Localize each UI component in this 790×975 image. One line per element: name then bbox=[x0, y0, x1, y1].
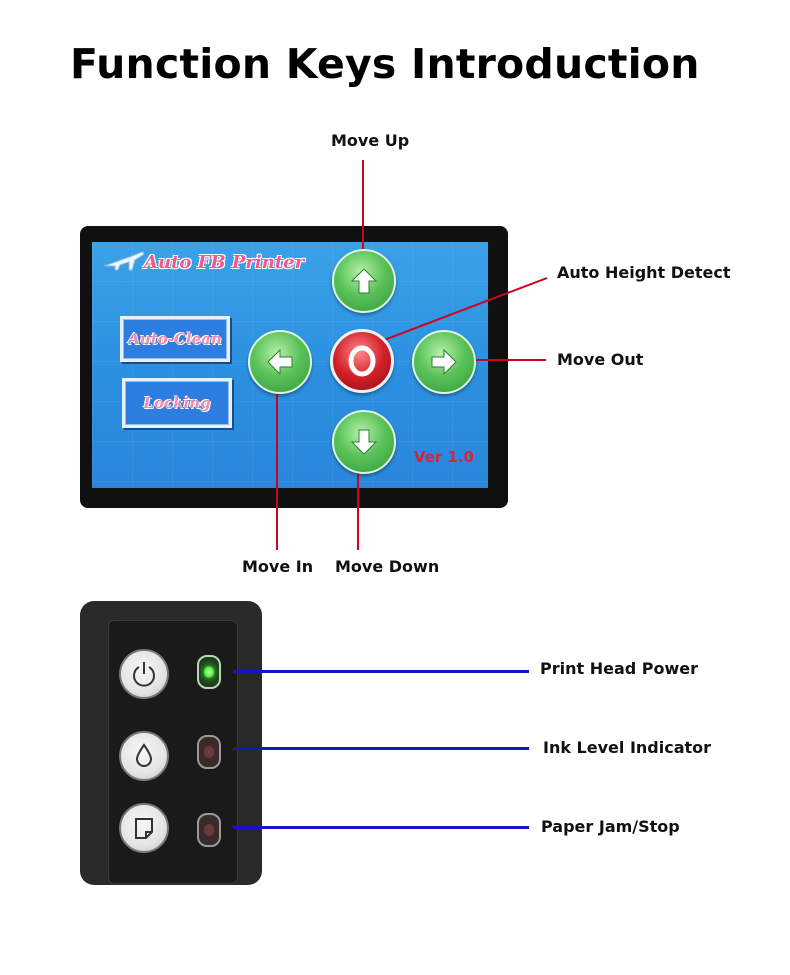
arrow-down-icon bbox=[350, 429, 378, 455]
move-up-label: Move Up bbox=[331, 131, 410, 150]
control-panel-faceplate bbox=[108, 620, 238, 884]
paper-jam-stop-button[interactable] bbox=[119, 803, 169, 853]
move-in-callout-line bbox=[276, 385, 278, 550]
auto-height-detect-label: Auto Height Detect bbox=[557, 263, 731, 282]
ink-drop-icon bbox=[135, 743, 153, 767]
auto-height-callout-line bbox=[378, 277, 548, 343]
move-out-callout-line bbox=[468, 359, 546, 361]
paper-icon bbox=[135, 818, 153, 839]
ink-level-callout-line bbox=[233, 747, 529, 750]
move-down-label: Move Down bbox=[335, 557, 440, 576]
auto-clean-button[interactable]: Auto-Clean bbox=[120, 316, 230, 362]
ink-level-button[interactable] bbox=[119, 731, 169, 781]
ink-level-indicator-label: Ink Level Indicator bbox=[543, 738, 712, 757]
move-down-button[interactable] bbox=[332, 410, 396, 474]
print-head-power-led bbox=[197, 655, 221, 689]
move-out-button[interactable] bbox=[412, 330, 476, 394]
screen-app-title: Auto FB Printer bbox=[144, 252, 305, 273]
paper-jam-stop-label: Paper Jam/Stop bbox=[541, 817, 680, 836]
move-up-callout-line bbox=[362, 160, 364, 265]
print-head-power-label: Print Head Power bbox=[540, 659, 699, 678]
locking-button[interactable]: Locking bbox=[122, 378, 232, 428]
version-label: Ver 1.0 bbox=[413, 448, 474, 466]
paper-jam-callout-line bbox=[233, 826, 529, 829]
height-detect-o-icon bbox=[348, 345, 376, 377]
arrow-right-icon bbox=[431, 348, 457, 376]
power-icon bbox=[133, 662, 155, 687]
paper-jam-stop-led bbox=[197, 813, 221, 847]
auto-height-detect-button[interactable] bbox=[330, 329, 394, 393]
ink-level-led bbox=[197, 735, 221, 769]
page-title: Function Keys Introduction bbox=[70, 40, 700, 88]
print-head-power-button[interactable] bbox=[119, 649, 169, 699]
move-down-callout-line bbox=[357, 462, 359, 550]
locking-label: Locking bbox=[143, 394, 211, 412]
auto-clean-label: Auto-Clean bbox=[128, 330, 222, 348]
arrow-left-icon bbox=[267, 348, 293, 376]
move-out-label: Move Out bbox=[557, 350, 644, 369]
touch-screen-display: Auto FB Printer Auto-Clean Locking Ver 1… bbox=[92, 242, 488, 488]
arrow-up-icon bbox=[350, 268, 378, 294]
move-in-button[interactable] bbox=[248, 330, 312, 394]
move-up-button[interactable] bbox=[332, 249, 396, 313]
print-head-power-callout-line bbox=[233, 670, 529, 673]
airplane-logo-icon bbox=[103, 251, 145, 271]
move-in-label: Move In bbox=[242, 557, 314, 576]
